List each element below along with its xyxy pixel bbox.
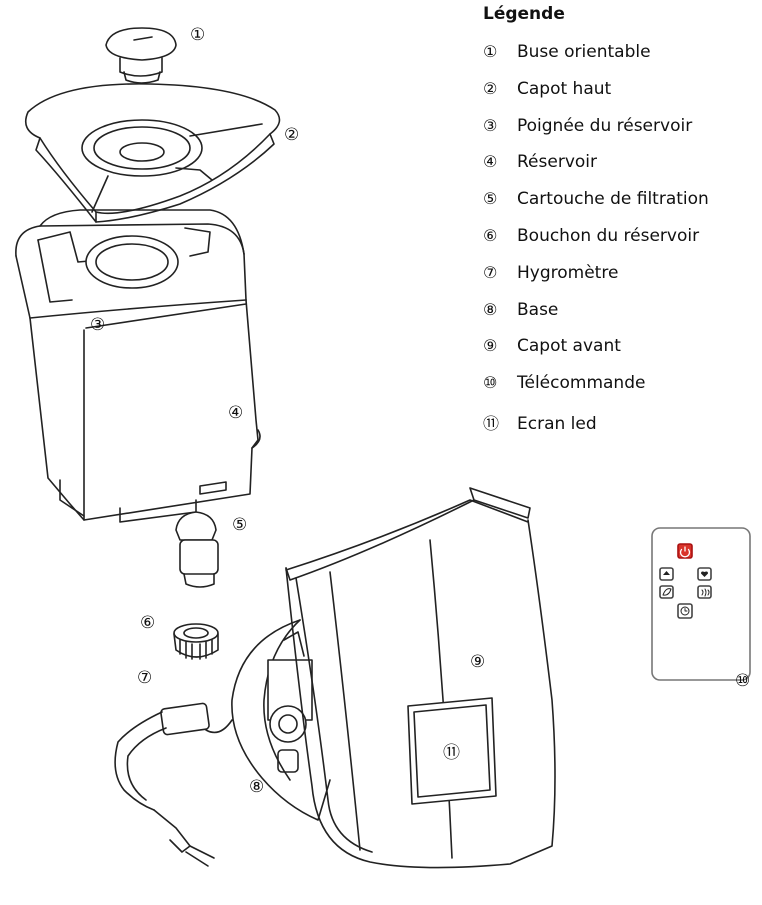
base-part xyxy=(231,619,331,821)
timer-icon xyxy=(677,603,693,619)
legend-item-label: Capot avant xyxy=(517,336,621,357)
legend-item-label: Bouchon du réservoir xyxy=(517,226,700,246)
callout-cartridge: ⑤ xyxy=(232,515,247,535)
legend-item-label: Hygromètre xyxy=(517,262,619,283)
legend-item-label: Ecran led xyxy=(517,414,597,434)
callout-hygrometer: ⑦ xyxy=(137,668,152,688)
callout-screen: ⑪ xyxy=(443,743,460,763)
callout-handle: ③ xyxy=(90,315,105,335)
legend-item-number: ⑨ xyxy=(483,336,498,356)
callout-remote: ⑩ xyxy=(735,671,750,691)
callout-top-cover: ② xyxy=(284,125,299,145)
callout-front-cover: ⑨ xyxy=(470,652,485,672)
callout-cap: ⑥ xyxy=(140,613,155,633)
legend-item: ⑨ Capot avant xyxy=(483,336,621,356)
legend-item: ⑤ Cartouche de filtration xyxy=(483,189,709,209)
legend-item: ⑩ Télécommande xyxy=(483,373,645,393)
remote-part xyxy=(651,527,751,681)
heart-icon xyxy=(697,567,712,581)
callout-base: ⑧ xyxy=(249,777,264,797)
legend-item-label: Poignée du réservoir xyxy=(517,115,693,136)
legend-item: ④ Réservoir xyxy=(483,152,597,172)
legend-item: ⑥ Bouchon du réservoir xyxy=(483,226,699,246)
hygrometer-cable-part xyxy=(114,702,233,867)
nozzle-part xyxy=(105,27,177,84)
legend-item: ⑪ Ecran led xyxy=(483,410,597,434)
legend-item-number: ⑧ xyxy=(483,299,498,319)
legend-item-label: Capot haut xyxy=(517,78,612,99)
legend-item-number: ① xyxy=(483,42,498,61)
cap-part xyxy=(173,623,219,660)
legend-item-number: ⑩ xyxy=(483,373,498,393)
fan-icon xyxy=(659,567,674,581)
legend-item-label: Base xyxy=(517,299,559,320)
legend-panel: Légende ① Buse orientable ② Capot haut ③ Poig… xyxy=(483,0,762,470)
steam-icon xyxy=(697,585,712,599)
legend-item-number: ④ xyxy=(483,152,498,172)
legend-item-number: ⑥ xyxy=(483,226,498,245)
legend-item-label: Buse orientable xyxy=(517,42,651,62)
legend-item: ② Capot haut xyxy=(483,79,611,99)
legend-item-number: ⑪ xyxy=(483,414,500,433)
leaf-icon xyxy=(659,585,674,599)
legend-item-label: Télécommande xyxy=(517,373,646,394)
legend-item-number: ② xyxy=(483,78,498,98)
callout-nozzle: ① xyxy=(190,25,205,45)
tank-part xyxy=(15,209,261,523)
legend-item-label: Réservoir xyxy=(517,152,597,173)
cartridge-part xyxy=(175,511,219,588)
legend-item: ⑦ Hygromètre xyxy=(483,263,618,283)
callout-tank: ④ xyxy=(228,403,243,423)
legend-item-label: Cartouche de filtration xyxy=(517,189,709,210)
legend-title: Légende xyxy=(483,4,565,24)
legend-item-number: ⑤ xyxy=(483,189,498,209)
legend-item-number: ⑦ xyxy=(483,262,498,282)
legend-item-number: ③ xyxy=(483,115,498,135)
legend-item: ③ Poignée du réservoir xyxy=(483,116,692,136)
legend-item: ① Buse orientable xyxy=(483,42,651,62)
front-cover-part xyxy=(285,487,556,869)
top-cover-part xyxy=(24,83,281,223)
legend-item: ⑧ Base xyxy=(483,300,558,320)
